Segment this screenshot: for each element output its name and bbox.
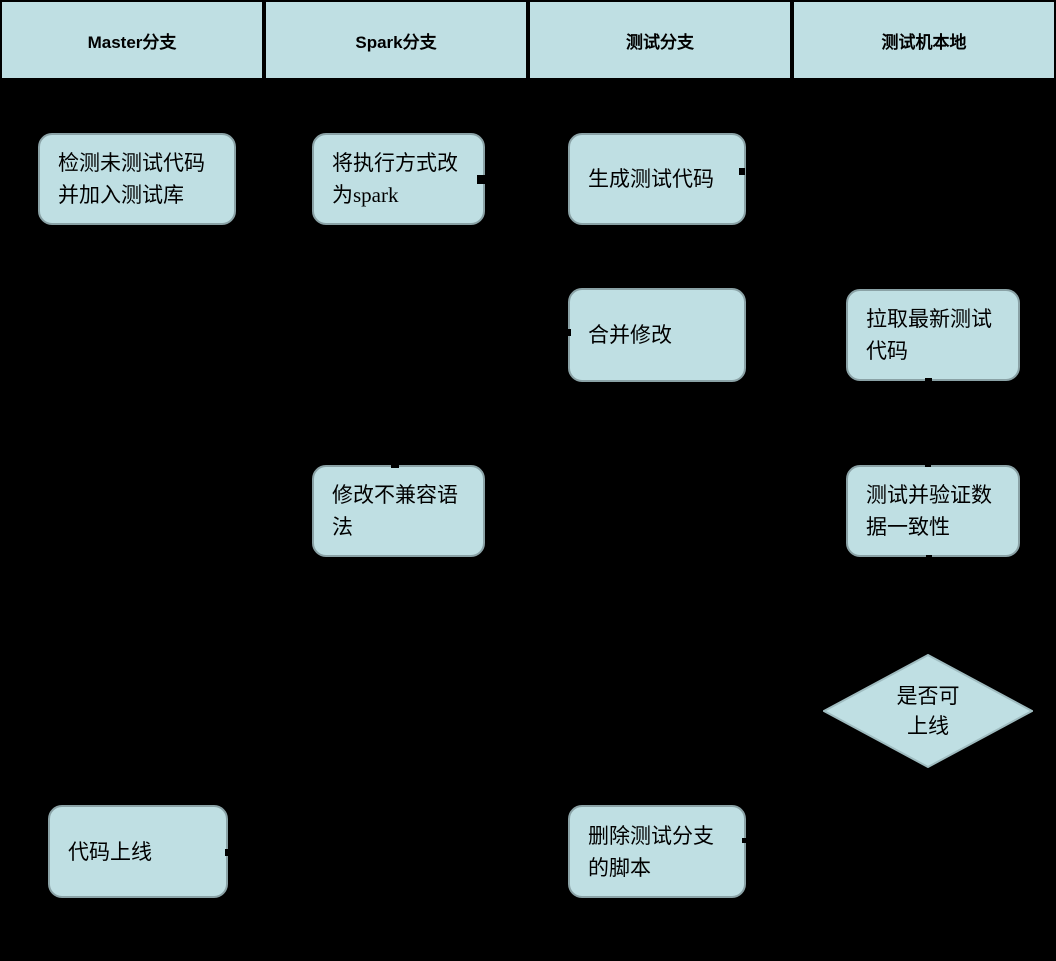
diamond-shape-icon — [823, 654, 1033, 768]
swimlane-header: Master分支 Spark分支 测试分支 测试机本地 — [0, 0, 1056, 81]
node-label: 据一致性 — [866, 515, 950, 539]
node-label: 将执行方式改 — [332, 151, 458, 175]
arrowhead-mark — [739, 168, 745, 175]
node-label: 检测未测试代码 — [58, 151, 205, 175]
arrowhead-mark — [391, 464, 399, 468]
arrowhead-mark — [926, 555, 932, 560]
process-node-pull-latest-test-code: 拉取最新测试 代码 — [846, 289, 1020, 381]
process-node-code-online: 代码上线 — [48, 805, 228, 898]
node-label: 的脚本 — [588, 855, 651, 880]
node-label: 修改不兼容语 — [332, 483, 458, 507]
arrowhead-mark — [925, 378, 932, 384]
node-label: 是否可 — [896, 684, 960, 708]
node-label: 代码 — [866, 339, 908, 363]
arrowhead-mark — [925, 463, 931, 467]
lane-header-test-branch: 测试分支 — [530, 2, 790, 78]
node-label: 上线 — [907, 714, 949, 738]
node-label: 合并修改 — [588, 323, 672, 347]
node-label: 法 — [332, 515, 353, 539]
process-node-fix-incompatible-syntax: 修改不兼容语 法 — [312, 465, 485, 557]
process-node-verify-data-consistency: 测试并验证数 据一致性 — [846, 465, 1020, 557]
process-node-change-to-spark: 将执行方式改 为spark — [312, 133, 485, 225]
decision-node-can-go-online: 是否可 上线 — [823, 654, 1033, 768]
lane-header-test-machine: 测试机本地 — [794, 2, 1054, 78]
process-node-generate-test-code: 生成测试代码 — [568, 133, 746, 225]
arrowhead-mark — [742, 838, 748, 843]
node-label: 代码上线 — [68, 839, 152, 864]
node-label: 生成测试代码 — [588, 167, 714, 191]
node-label: 拉取最新测试 — [866, 307, 992, 331]
arrowhead-mark — [477, 175, 491, 184]
process-node-merge-changes: 合并修改 — [568, 288, 746, 382]
node-label: 测试并验证数 — [866, 483, 992, 507]
arrowhead-mark — [225, 849, 230, 856]
lane-header-master: Master分支 — [2, 2, 262, 78]
lane-header-spark: Spark分支 — [266, 2, 526, 78]
node-label: 删除测试分支 — [588, 823, 714, 848]
decision-label: 是否可 上线 — [823, 654, 1033, 768]
node-label: 为spark — [332, 183, 399, 207]
process-node-detect-untested-code: 检测未测试代码 并加入测试库 — [38, 133, 236, 225]
node-label: 并加入测试库 — [58, 183, 184, 207]
arrowhead-mark — [566, 329, 571, 336]
process-node-delete-test-branch-script: 删除测试分支 的脚本 — [568, 805, 746, 898]
